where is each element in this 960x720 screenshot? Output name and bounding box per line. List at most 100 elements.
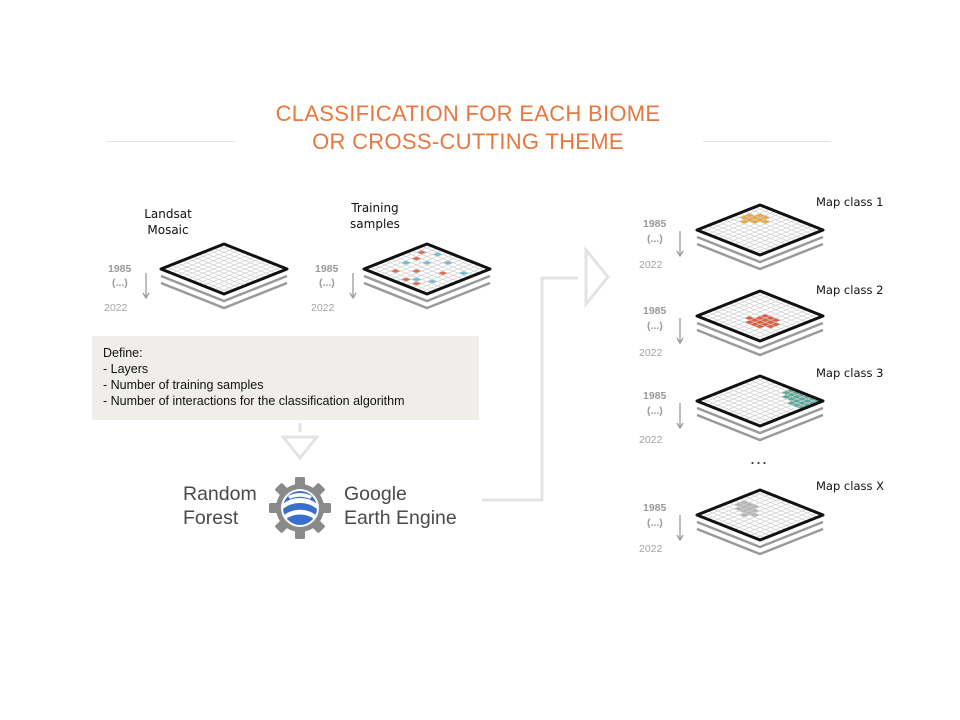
time-arrow-icon [676, 515, 684, 542]
layer-top-outline [695, 374, 825, 428]
grid-line [369, 266, 433, 293]
grid-line [707, 311, 771, 338]
year-end: 2022 [104, 302, 128, 314]
down-arrow-icon [279, 423, 321, 461]
title-rule-right [703, 141, 831, 142]
year-mid: (...) [319, 277, 335, 289]
title-line-2: OR CROSS-CUTTING THEME [312, 129, 624, 154]
layer-edge [696, 527, 824, 556]
map-class-label: Map class 2 [816, 283, 884, 297]
layer-edge [696, 321, 824, 350]
layer-edge [160, 281, 288, 310]
year-start: 1985 [643, 218, 667, 230]
grid-line [754, 512, 818, 539]
grid-cell [791, 398, 802, 404]
map-class-2-layer-stack [676, 289, 825, 357]
connector-arrow-icon [482, 245, 610, 502]
grid-line [374, 264, 438, 291]
year-end: 2022 [639, 347, 663, 359]
grid-line [702, 227, 766, 254]
grid-cell [796, 405, 808, 410]
grid-cell [733, 506, 745, 511]
map-class-label: Map class 1 [816, 195, 884, 209]
layer-edge [160, 274, 288, 303]
layer-top-outline [695, 488, 825, 542]
layer-top-outline [695, 203, 825, 257]
map-class-label: Map class X [816, 479, 885, 493]
grid-line [754, 227, 818, 254]
grid-line [702, 313, 766, 340]
layer-edge [696, 520, 824, 549]
map-class-1-layer-stack [676, 203, 825, 271]
grid-cell [786, 392, 797, 397]
define-item: - Number of interactions for the classif… [103, 394, 405, 408]
grid-line [218, 266, 282, 293]
grid-cell [802, 398, 813, 404]
time-arrow-icon [676, 403, 684, 430]
grid-line [754, 313, 818, 340]
grid-line [702, 512, 766, 539]
grid-cell [796, 392, 808, 397]
time-arrow-icon [676, 318, 684, 345]
layer-edge [696, 242, 824, 271]
more-classes-ellipsis: ... [750, 448, 769, 468]
layer-edge [696, 235, 824, 264]
grid-line [171, 264, 235, 291]
map-class-label: Map class 3 [816, 366, 884, 380]
year-mid: (...) [647, 320, 663, 332]
year-mid: (...) [647, 517, 663, 529]
grid-line [754, 398, 818, 425]
grid-cell [739, 500, 750, 505]
year-start: 1985 [643, 390, 667, 402]
grid-line [707, 225, 771, 252]
layer-top-outline [362, 242, 492, 296]
landsat-layer-stack [142, 242, 289, 310]
grid-cell [812, 398, 823, 404]
year-start: 1985 [315, 263, 339, 275]
layer-top-outline [159, 242, 289, 296]
title-rule-left [107, 141, 235, 142]
map-class-3-layer-stack [676, 374, 825, 442]
grid-cell [442, 260, 454, 265]
grid-line [702, 398, 766, 425]
grid-cell [400, 260, 412, 265]
layer-edge [696, 413, 824, 442]
page-title: CLASSIFICATION FOR EACH BIOME OR CROSS-C… [0, 100, 936, 156]
grid-line [707, 396, 771, 423]
year-end: 2022 [639, 434, 663, 446]
grid-cell [765, 320, 776, 325]
grid-cell [754, 320, 766, 325]
year-mid: (...) [647, 405, 663, 417]
layer-top-outline [695, 289, 825, 343]
year-mid: (...) [647, 233, 663, 245]
year-start: 1985 [643, 502, 667, 514]
year-end: 2022 [639, 543, 663, 555]
define-item: - Layers [103, 362, 149, 376]
map-class-x-layer-stack [676, 488, 825, 556]
grid-line [707, 510, 771, 537]
layer-edge [363, 274, 491, 303]
year-mid: (...) [112, 277, 128, 289]
year-end: 2022 [311, 302, 335, 314]
training-samples-layer-stack [349, 242, 492, 310]
time-arrow-icon [349, 273, 357, 300]
year-start: 1985 [108, 263, 132, 275]
time-arrow-icon [676, 231, 684, 258]
grid-cell [427, 279, 438, 284]
define-item: - Number of training samples [103, 378, 264, 392]
year-start: 1985 [643, 305, 667, 317]
grid-line [166, 266, 230, 293]
layer-edge [696, 406, 824, 435]
define-box: Define: - Layers - Number of training sa… [92, 336, 479, 420]
layer-edge [696, 328, 824, 357]
grid-cell [744, 320, 755, 325]
time-arrow-icon [142, 273, 150, 300]
grid-cell [421, 260, 433, 265]
earth-engine-logo-icon [269, 477, 331, 539]
year-end: 2022 [639, 259, 663, 271]
